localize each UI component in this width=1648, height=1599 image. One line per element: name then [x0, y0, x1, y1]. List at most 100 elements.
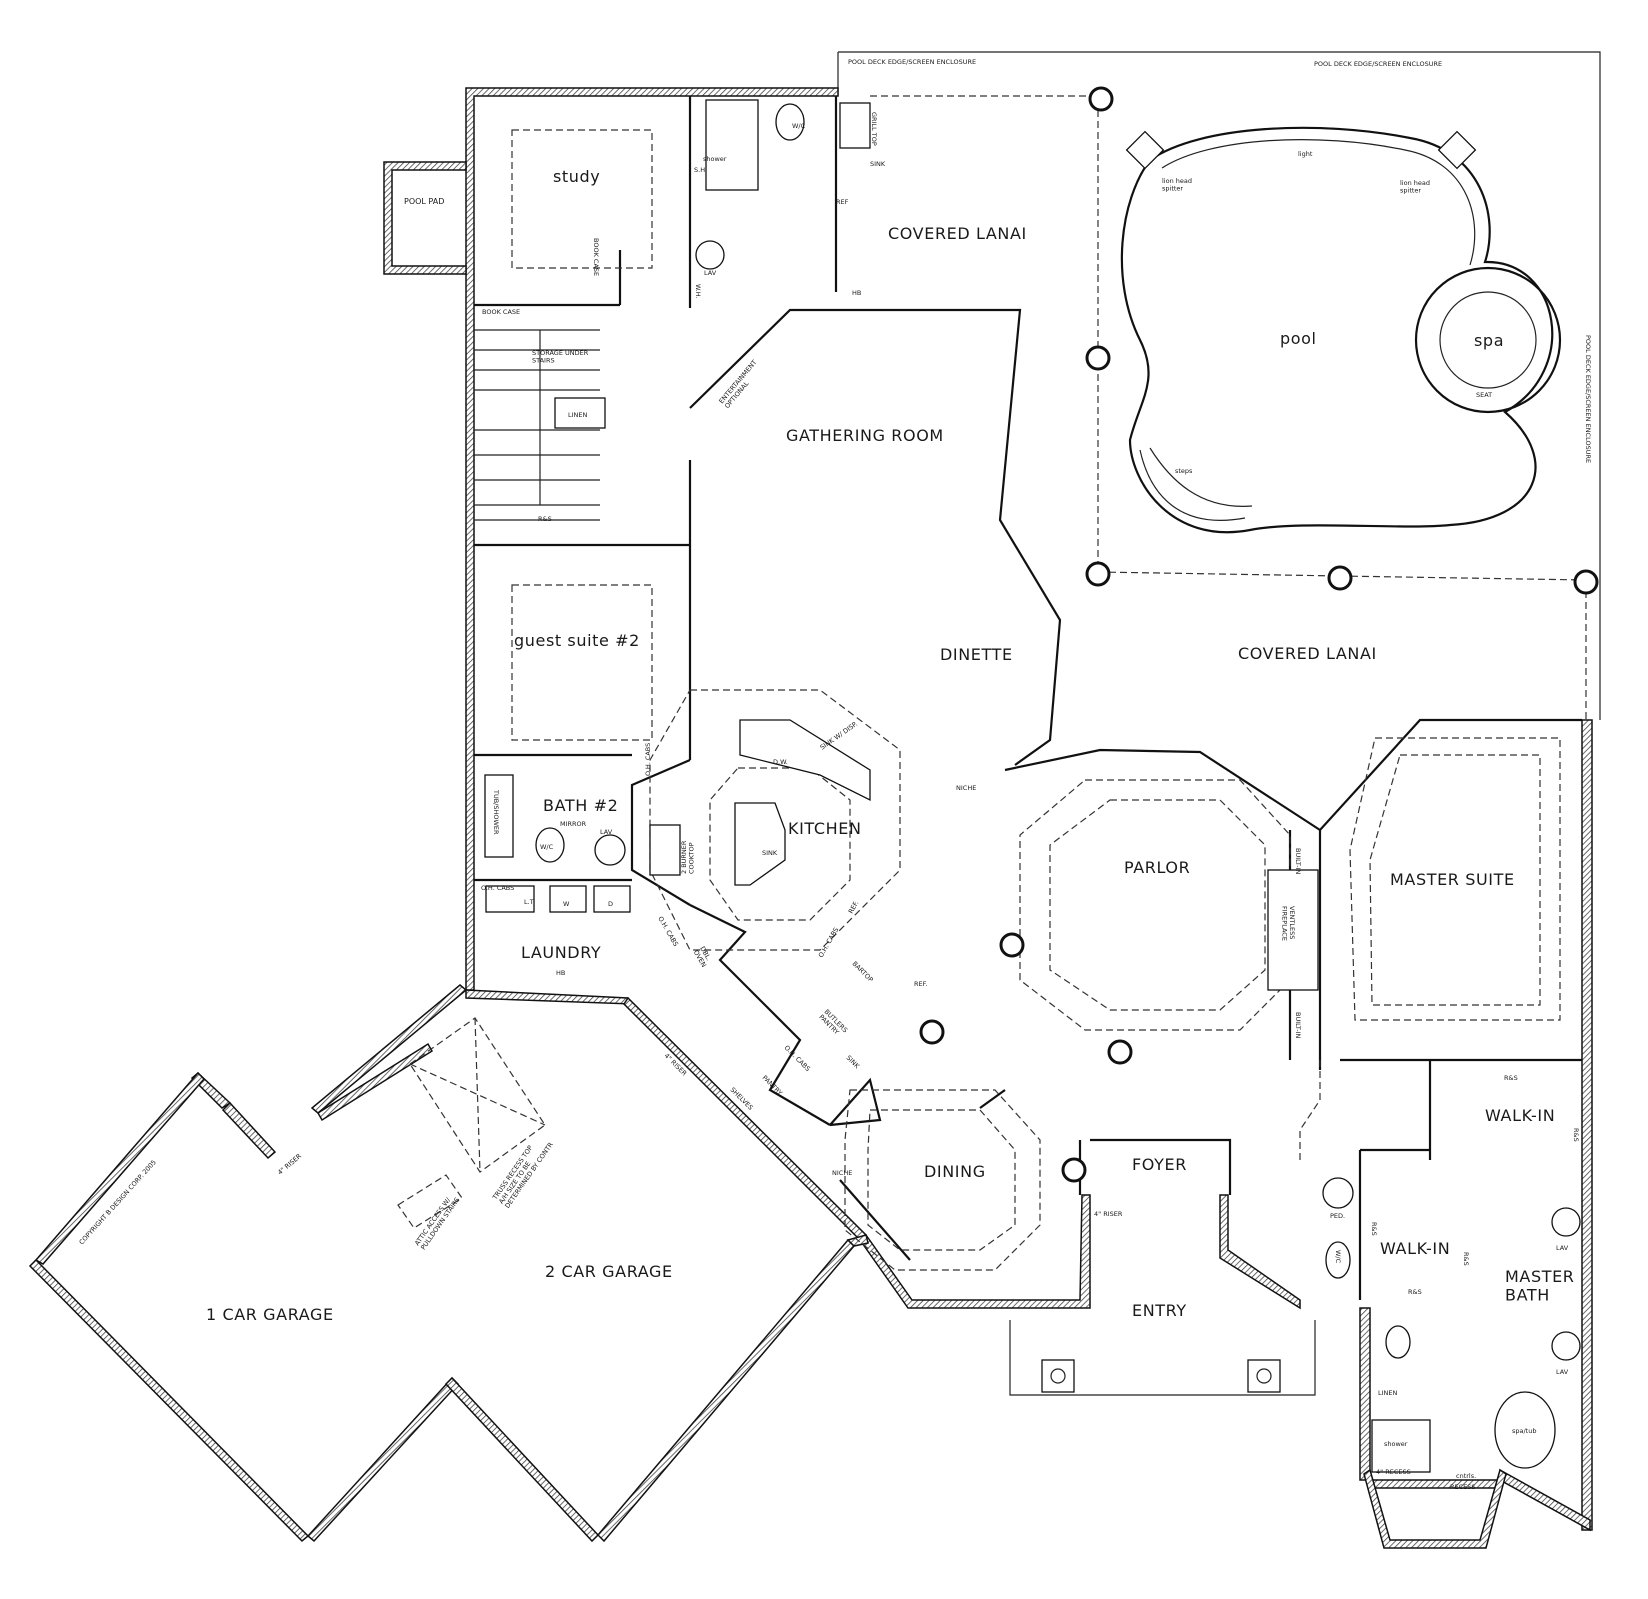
label-book-case: BOOK CASE: [592, 238, 600, 276]
room-label-laundry: LAUNDRY: [521, 943, 601, 962]
label-ventless-fireplace: VENTLESSFIREPLACE: [1281, 906, 1296, 941]
label-steps: steps: [1175, 467, 1193, 475]
parlor-column: [1107, 1039, 1133, 1065]
room-label-2-car-garage: 2 CAR GARAGE: [545, 1262, 673, 1281]
fixtures: [484, 99, 1581, 1473]
label-ref: REF.: [847, 899, 861, 915]
ceiling-outlines: [511, 129, 1561, 1271]
label-wc: W/C: [1334, 1250, 1342, 1264]
lanai-column: [1327, 565, 1353, 591]
attic-access: [397, 1017, 546, 1229]
label-oh-cabs: O.H. CABS: [644, 743, 652, 776]
label-wc: W/C: [792, 122, 806, 130]
lion-head-spitter: [1125, 130, 1165, 170]
label-w: W: [563, 900, 570, 908]
label-tub-shower: TUB/SHOWER: [492, 789, 500, 835]
label-ped: PED.: [1330, 1212, 1345, 1220]
label-dw: D.W.: [773, 758, 788, 766]
label-bartop: BARTOP: [851, 960, 875, 984]
room-label-pool: pool: [1280, 329, 1317, 348]
label-lav: LAV: [600, 828, 613, 836]
label-pool-deck-edge: POOL DECK EDGE/SCREEN ENCLOSURE: [848, 58, 976, 66]
label-sink: SINK: [845, 1054, 862, 1071]
label-niche: NICHE: [956, 784, 976, 792]
label-pool-deck-edge-vertical: POOL DECK EDGE/SCREEN ENCLOSURE: [1584, 335, 1592, 463]
label-recess: 4" RECESS: [1376, 1468, 1411, 1476]
label-shower: shower: [1384, 1440, 1408, 1448]
label-hb: HB: [852, 289, 861, 297]
dining-column: [919, 1019, 945, 1045]
room-label-walk-in-lower: WALK-IN: [1380, 1239, 1450, 1258]
label-mirror: MIRROR: [560, 820, 587, 828]
room-label-entry: ENTRY: [1132, 1301, 1187, 1320]
label-grill-top: GRILL TOP: [870, 112, 878, 146]
label-oh-cabs: O.H. CABS: [817, 926, 841, 959]
room-label-master-suite: MASTER SUITE: [1390, 870, 1515, 889]
room-label-walk-in-upper: WALK-IN: [1485, 1106, 1555, 1125]
parlor-column: [999, 932, 1025, 958]
label-sh: S.H.: [694, 166, 707, 174]
room-label-dining: DINING: [924, 1162, 986, 1181]
room-label-covered-lanai-right: COVERED LANAI: [1238, 644, 1377, 663]
label-oh-cabs: O.H. CABS: [481, 884, 514, 892]
label-rs: R&S: [1462, 1252, 1470, 1266]
label-lav: LAV: [704, 269, 717, 277]
label-book-case: BOOK CASE: [482, 308, 520, 316]
exterior-walls: [28, 87, 1593, 1549]
label-lav: LAV: [1556, 1368, 1569, 1376]
room-label-pool-pad: POOL PAD: [404, 197, 444, 206]
label-rs: R&S: [1572, 1128, 1580, 1142]
label-rs: R&S: [1370, 1222, 1378, 1236]
spa: [1414, 266, 1562, 414]
lion-head-spitter: [1437, 130, 1477, 170]
label-riser: 4" RISER: [276, 1152, 303, 1177]
lanai-column: [1088, 86, 1114, 112]
label-sink-island: SINK: [762, 849, 778, 857]
room-label-foyer: FOYER: [1132, 1155, 1187, 1174]
label-truss-recess: TRUSS RECESS TOPA/H SIZE TO BEDETERMINED…: [491, 1132, 556, 1211]
room-label-guest-suite: guest suite #2: [514, 631, 640, 650]
staircase: [474, 329, 606, 521]
label-dbl-oven: DBL.OVEN: [692, 945, 715, 969]
label-attic-access: ATTIC ACCESS W/PULLDOWN STAIRS: [413, 1192, 461, 1252]
label-shower: shower: [703, 155, 727, 163]
label-spa-tub: spa/tub: [1512, 1427, 1536, 1435]
label-linen: LINEN: [568, 411, 588, 419]
room-label-covered-lanai-top: COVERED LANAI: [888, 224, 1027, 243]
label-controls: cntrls.: [1456, 1472, 1476, 1480]
interior-walls: [474, 96, 1582, 1300]
label-butlers-pantry: BUTLERSPANTRY: [817, 1008, 849, 1040]
label-wc: W/C: [540, 843, 554, 851]
lanai-column: [1085, 561, 1111, 587]
label-oh-cabs: O.H. CABS: [656, 915, 680, 948]
room-label-gathering-room: GATHERING ROOM: [786, 426, 944, 445]
label-lt: L.T.: [524, 898, 535, 906]
room-label-parlor: PARLOR: [1124, 858, 1190, 877]
label-light: light: [1298, 150, 1313, 158]
label-recess: RECESS: [1450, 1483, 1476, 1491]
room-label-kitchen: KITCHEN: [788, 819, 862, 838]
label-wh: W.H.: [694, 284, 702, 299]
label-sink: SINK: [870, 160, 886, 168]
room-label-dinette: DINETTE: [940, 645, 1013, 664]
label-ref: REF: [836, 198, 849, 206]
room-label-study: study: [553, 167, 600, 186]
label-lav: LAV: [1556, 1244, 1569, 1252]
label-built-in: BUILT-IN: [1294, 1012, 1302, 1038]
label-d: D: [608, 900, 613, 908]
label-linen: LINEN: [1378, 1389, 1398, 1397]
dining-column: [1061, 1157, 1087, 1183]
entry-porch: [1009, 1320, 1316, 1396]
label-pool-deck-edge: POOL DECK EDGE/SCREEN ENCLOSURE: [1314, 60, 1442, 68]
label-entertainment: ENTERTAINMENTOPTIONAL: [717, 359, 764, 411]
room-label-1-car-garage: 1 CAR GARAGE: [206, 1305, 334, 1324]
label-hb: HB: [556, 969, 565, 977]
label-rs: R&S: [538, 515, 552, 523]
label-niche: NICHE: [832, 1169, 852, 1177]
lanai-column: [1573, 569, 1599, 595]
label-cooktop: 2 BURNERCOOKTOP: [680, 840, 695, 874]
